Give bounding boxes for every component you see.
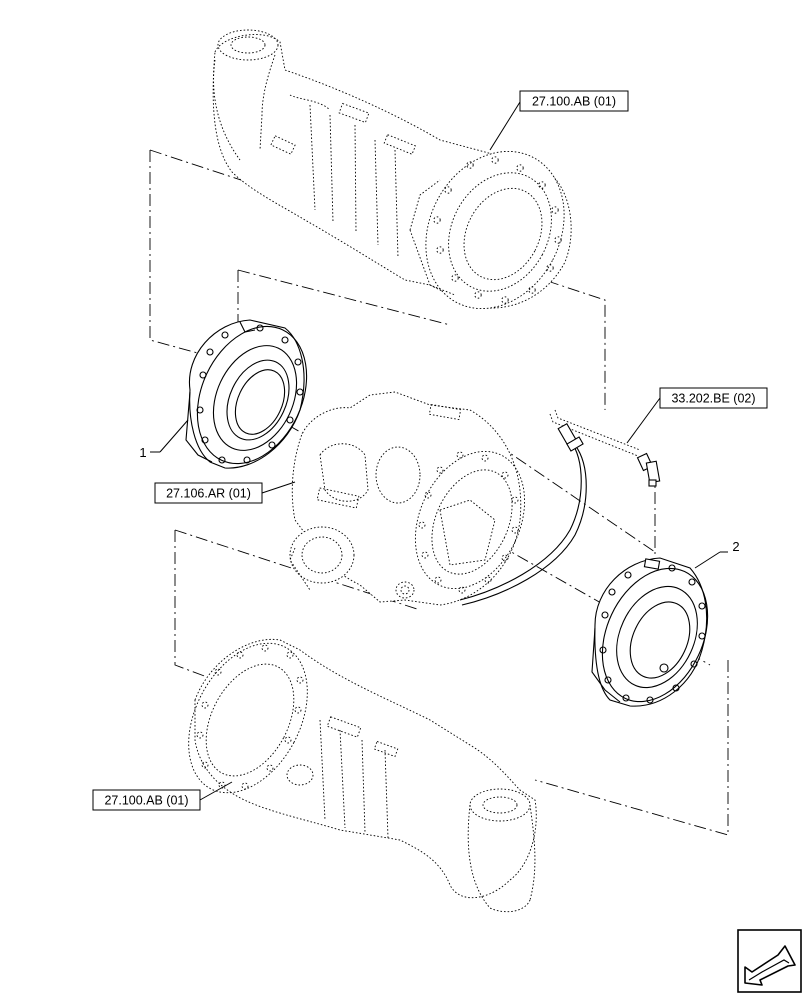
pipe-fitting-left (557, 422, 584, 452)
callout-item-2: 2 (732, 539, 739, 554)
ref-label-bottom-housing-text: 27.100.AB (01) (104, 794, 188, 808)
ref-label-breather-pipe[interactable]: 33.202.BE (02) (659, 387, 768, 409)
item-1-seal-ring (185, 319, 308, 469)
ref-label-breather-pipe-text: 33.202.BE (02) (671, 392, 755, 406)
ref-label-top-housing[interactable]: 27.100.AB (01) (519, 90, 629, 112)
breather-pipe (459, 409, 661, 606)
differential-carrier (289, 391, 526, 606)
ref-label-top-housing-text: 27.100.AB (01) (532, 95, 616, 109)
ref-label-bottom-housing[interactable]: 27.100.AB (01) (92, 789, 201, 811)
axle-housing-bottom (188, 638, 537, 913)
flange-bolt-holes-top (433, 156, 562, 304)
next-page-arrow-icon[interactable] (737, 929, 802, 993)
pipe-fitting-right (636, 452, 661, 487)
callout-item-1: 1 (139, 445, 146, 460)
seal-bolt-holes-2 (599, 564, 706, 704)
ref-label-differential-carrier[interactable]: 27.106.AR (01) (154, 482, 263, 504)
seal-bolt-holes-1 (196, 324, 304, 464)
leader-lines (150, 101, 728, 801)
ref-label-differential-carrier-text: 27.106.AR (01) (166, 487, 251, 501)
axle-housing-top (212, 29, 572, 310)
item-2-seal-ring (591, 557, 709, 707)
flange-bolt-holes-bottom (196, 644, 304, 790)
carrier-bolt-holes (418, 451, 519, 594)
